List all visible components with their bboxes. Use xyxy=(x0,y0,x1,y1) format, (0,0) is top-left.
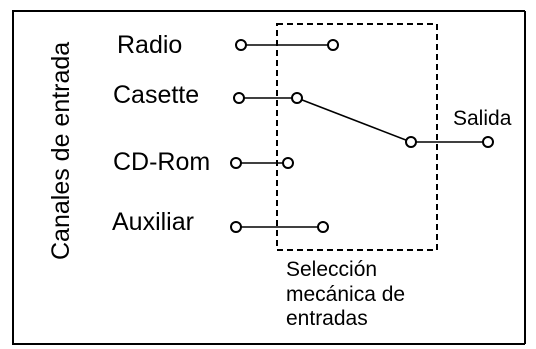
selector-caption-line-3: entradas xyxy=(286,307,368,330)
selector-box xyxy=(276,23,438,251)
input-label-cd-rom: CD-Rom xyxy=(113,148,210,176)
radio-input-terminal xyxy=(235,39,247,51)
input-label-radio: Radio xyxy=(117,31,182,59)
casette-input-terminal xyxy=(233,92,245,104)
auxiliar-input-terminal xyxy=(230,221,242,233)
common-contact xyxy=(405,136,417,148)
outer-frame xyxy=(12,10,526,345)
output-label: Salida xyxy=(453,107,512,130)
cd-rom-switch-contact xyxy=(282,157,294,169)
input-label-auxiliar: Auxiliar xyxy=(112,208,194,236)
frame-right-mask xyxy=(525,0,536,349)
cd-rom-input-terminal xyxy=(230,157,242,169)
casette-switch-contact xyxy=(291,92,303,104)
radio-switch-contact xyxy=(327,39,339,51)
input-label-casette: Casette xyxy=(113,81,199,109)
switch-arm xyxy=(296,97,412,143)
selector-caption-line-1: Selección xyxy=(286,258,377,281)
selector-caption-line-2: mecánica de xyxy=(286,283,405,306)
auxiliar-switch-contact xyxy=(317,221,329,233)
output-terminal xyxy=(482,136,494,148)
side-label: Canales de entrada xyxy=(47,42,75,260)
